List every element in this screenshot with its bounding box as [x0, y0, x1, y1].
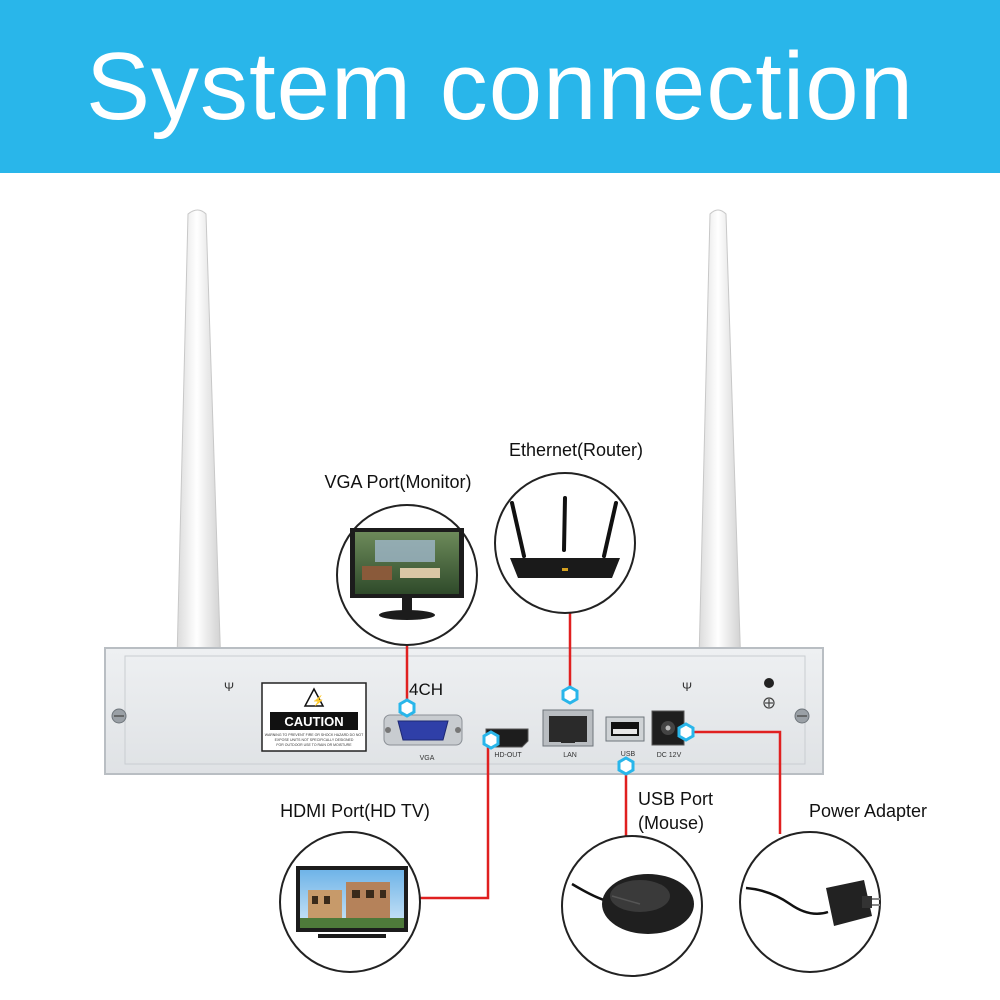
port-markers	[398, 685, 695, 776]
ethernet-callout: Ethernet(Router)	[494, 440, 643, 614]
hdmi-callout-label: HDMI Port(HD TV)	[280, 801, 430, 821]
lan-port: LAN	[542, 709, 594, 759]
lan-port-label: LAN	[563, 752, 577, 759]
monitor-icon	[350, 528, 464, 620]
title-banner: System connection	[0, 0, 1000, 173]
usb-marker-icon	[617, 756, 635, 776]
reset-hole	[764, 678, 774, 688]
vga-marker-icon	[398, 698, 416, 718]
dc-port-label: DC 12V	[657, 752, 682, 759]
right-antenna	[697, 209, 747, 715]
vga-callout: VGA Port(Monitor)	[324, 472, 478, 646]
warning-icon: ⚡	[303, 687, 324, 707]
caution-fine-print-1: WARNING TO PREVENT FIRE OR SHOCK HAZARD …	[265, 733, 364, 737]
power-connector-line	[688, 730, 782, 834]
caution-fine-print-2: EXPOSE UNITS NOT SPECIFICALLY DESIGNED	[275, 738, 354, 742]
usb-port-label: USB	[621, 751, 636, 758]
tv-icon	[296, 866, 408, 938]
caution-sticker: ⚡ CAUTION WARNING TO PREVENT FIRE OR SHO…	[261, 682, 367, 752]
lan-marker-icon	[561, 685, 579, 705]
router-icon	[510, 496, 620, 578]
power-adapter-icon	[745, 880, 880, 926]
hdmi-callout: HDMI Port(HD TV)	[279, 801, 430, 973]
vga-port: VGA	[383, 714, 463, 762]
page-title: System connection	[85, 32, 915, 140]
usb-port: USB	[605, 716, 645, 758]
ground-icon	[763, 697, 775, 709]
vga-callout-label: VGA Port(Monitor)	[324, 472, 471, 492]
left-antenna	[174, 209, 224, 715]
caution-fine-print-3: FOR OUTDOOR USE TO RAIN OR MOISTURE	[276, 743, 352, 747]
antenna-symbol-icon: Ψ	[224, 680, 234, 694]
hdmi-port-label: HD-OUT	[494, 752, 522, 759]
hdmi-marker-icon	[482, 730, 500, 750]
caution-label: CAUTION	[284, 714, 343, 729]
vga-port-label: VGA	[420, 755, 435, 762]
svg-text:⚡: ⚡	[312, 694, 324, 707]
power-callout: Power Adapter	[739, 801, 927, 973]
nvr-back-panel: Ψ Ψ ⚡ CAUTION WARNING TO PREVENT FIRE OR…	[104, 647, 824, 775]
dc-marker-icon	[677, 722, 695, 742]
ethernet-callout-label: Ethernet(Router)	[509, 440, 643, 460]
model-label: 4CH	[409, 680, 443, 699]
usb-callout-label-line1: USB Port	[638, 789, 713, 809]
screw-left	[111, 708, 127, 724]
antenna-symbol-icon: Ψ	[682, 680, 692, 694]
screw-right	[794, 708, 810, 724]
usb-callout-label-line2: (Mouse)	[638, 813, 704, 833]
power-callout-label: Power Adapter	[809, 801, 927, 821]
mouse-icon	[571, 874, 694, 934]
usb-callout: USB Port (Mouse)	[561, 789, 713, 977]
